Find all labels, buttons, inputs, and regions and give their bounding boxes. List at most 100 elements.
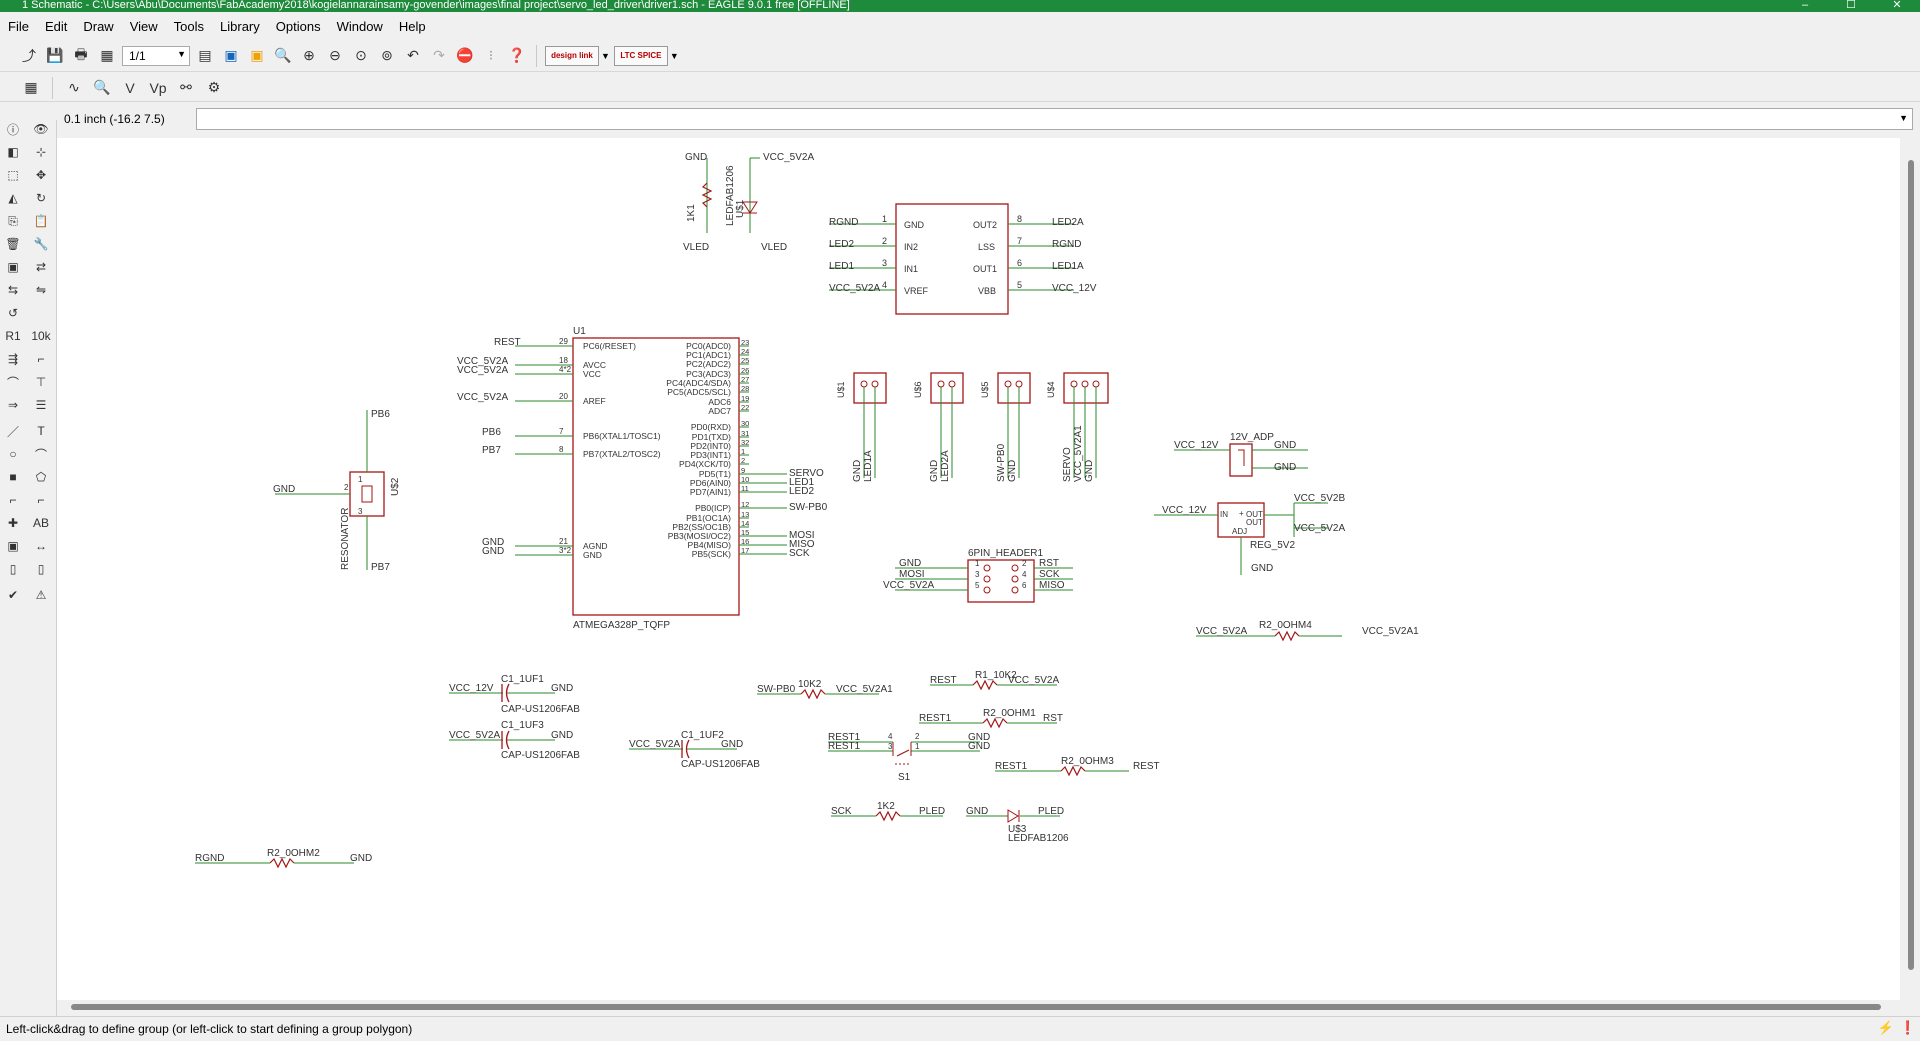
menu-help[interactable]: Help (398, 18, 426, 34)
go-icon[interactable]: ⁝ (488, 47, 494, 63)
open-icon[interactable]: ⤴ (22, 47, 36, 64)
schematic-canvas[interactable]: GND VCC_5V2A 1K1 LEDFAB1206 U$1 VLED VLE… (57, 138, 1900, 1002)
menu-library[interactable]: Library (220, 18, 260, 34)
netlist-icon[interactable]: ⚯ (180, 79, 192, 95)
adp-12v[interactable]: 12V_ADP VCC_12V GND GND (1174, 432, 1308, 477)
label-icon[interactable]: AB (32, 516, 49, 530)
rotate-icon[interactable]: ↻ (35, 191, 47, 205)
design-link-button[interactable]: design link ▼ (545, 45, 610, 67)
capacitor-c1[interactable]: C1_1UF1 VCC_12V GND CAP-US1206FAB (449, 674, 580, 715)
capacitor-c2[interactable]: C1_1UF2 VCC_5V2A GND CAP-US1206FAB (629, 730, 760, 770)
module-icon[interactable]: ▯ (37, 562, 45, 576)
zoom-out-icon[interactable]: ⊖ (329, 47, 341, 63)
delete-icon[interactable]: 🗑 (5, 237, 21, 251)
zoom-redraw-icon[interactable]: ⊙ (355, 47, 367, 63)
resistor-10k2[interactable]: 10K2 SW-PB0 VCC_5V2A1 (757, 679, 893, 699)
add-icon[interactable]: ▣ (7, 260, 19, 274)
pinswap-icon[interactable]: ⇋ (35, 283, 47, 297)
gateswap-icon[interactable]: ⇆ (7, 283, 19, 297)
zoom-in-icon[interactable]: ⊕ (303, 47, 315, 63)
name-icon[interactable]: R1 (5, 329, 21, 343)
ulp-icon[interactable]: ▣ (250, 47, 264, 63)
vp-icon[interactable]: Vp (149, 79, 167, 96)
close-icon[interactable]: ✕ (1892, 0, 1902, 11)
resistor-r2-0ohm2[interactable]: R2_0OHM2 RGND GND (195, 848, 372, 868)
stop-icon[interactable]: ⛔ (456, 47, 474, 63)
ltc-spice-button[interactable]: LTC SPICE ▼ (613, 45, 679, 67)
horizontal-scroll-thumb[interactable] (71, 1004, 1881, 1010)
resonator[interactable]: PB6 PB7 GND U$2 RESONATOR 1 2 3 (273, 409, 401, 573)
smash-icon[interactable]: ⇶ (7, 352, 19, 366)
table-icon[interactable]: ▤ (198, 47, 212, 63)
menu-view[interactable]: View (129, 18, 158, 34)
settings-icon[interactable]: ⚙ (207, 79, 221, 95)
print-icon[interactable]: 🖶 (74, 45, 88, 62)
alert-icon[interactable]: ❗ (1899, 1020, 1916, 1035)
split-icon[interactable]: ⌒ (6, 375, 19, 390)
zoom-select-icon[interactable]: ⊚ (381, 47, 393, 63)
replace-icon[interactable]: ⇄ (35, 260, 47, 274)
move-icon[interactable]: ✥ (35, 168, 47, 182)
dimension-icon[interactable]: ↔ (35, 539, 47, 553)
schematic-drawing[interactable]: GND VCC_5V2A 1K1 LEDFAB1206 U$1 VLED VLE… (57, 138, 1900, 1002)
led-block[interactable]: GND VCC_5V2A 1K1 LEDFAB1206 U$1 VLED VLE… (683, 152, 814, 253)
menu-draw[interactable]: Draw (83, 18, 114, 34)
show-icon[interactable]: 👁 (33, 122, 49, 136)
chevron-down-icon[interactable]: ▼ (1899, 113, 1908, 123)
command-input[interactable]: ▼ (196, 108, 1913, 130)
resistor-r1-10k2[interactable]: R1_10K2 REST VCC_5V2A (930, 670, 1059, 690)
grid-icon[interactable]: ▦ (24, 79, 38, 95)
probe-icon[interactable]: 🔍 (93, 79, 111, 95)
resistor-r2-0ohm3[interactable]: R2_0OHM3 REST1 REST (995, 756, 1160, 776)
line-icon[interactable]: ／ (6, 424, 19, 439)
mark-icon[interactable]: ⊹ (35, 145, 47, 159)
switch-s1[interactable]: REST1 REST1 GND GND 4 3 2 1 S1 (828, 732, 990, 783)
rect-icon[interactable]: ■ (9, 470, 17, 484)
wrench-icon[interactable]: 🔧 (33, 237, 49, 251)
led-u3[interactable]: GND PLED U$3 LEDFAB1206 (966, 806, 1069, 844)
copy-icon[interactable]: ⎘ (8, 213, 18, 228)
driver-ic[interactable]: 1 GND 2 IN2 3 IN1 4 VREF 8 OUT2 7 LSS 6 … (829, 203, 1097, 315)
erc-icon[interactable]: ✔ (7, 588, 19, 602)
resistor-1k2[interactable]: 1K2 SCK PLED (831, 801, 945, 821)
invoke-icon[interactable]: ↺ (7, 306, 19, 320)
horizontal-scrollbar[interactable] (57, 1000, 1900, 1014)
value-icon[interactable]: 10k (31, 329, 51, 343)
change-icon[interactable]: ⇒ (7, 398, 19, 412)
align-icon[interactable]: ☰ (35, 398, 47, 412)
minimize-icon[interactable]: – (1801, 0, 1809, 11)
miter-icon[interactable]: ⌐ (37, 352, 45, 366)
polygon-icon[interactable]: ⬠ (35, 470, 47, 484)
text-icon[interactable]: T (37, 424, 45, 438)
junction-icon[interactable]: ✚ (7, 516, 19, 530)
regulator[interactable]: VCC_12V IN + OUT OUT ADJ VCC_5V2B VCC_5V… (1154, 493, 1345, 575)
vertical-scroll-thumb[interactable] (1908, 160, 1914, 970)
help-icon[interactable]: ❓ (508, 47, 526, 63)
menu-options[interactable]: Options (275, 18, 321, 34)
net-icon[interactable]: ⌐ (9, 493, 17, 507)
menu-file[interactable]: File (8, 18, 29, 34)
sheet-select[interactable]: 1/1 ▼ (122, 45, 190, 66)
zoom-fit-icon[interactable]: 🔍 (274, 47, 292, 63)
voltage-icon[interactable]: V (125, 79, 135, 96)
redo-icon[interactable]: ↷ (433, 47, 445, 63)
circle-icon[interactable]: ○ (9, 447, 17, 461)
arc-icon[interactable]: ⌒ (34, 447, 47, 462)
menu-window[interactable]: Window (336, 18, 383, 34)
6pin-header[interactable]: 6PIN_HEADER1 GND MOSI VCC_5V2A RST SCK M… (883, 548, 1073, 603)
undo-icon[interactable]: ↶ (407, 47, 419, 63)
warning-icon[interactable]: ⚠ (35, 588, 47, 602)
save-icon[interactable]: 💾 (46, 47, 64, 63)
paste-icon[interactable]: 📋 (33, 214, 49, 228)
bus-icon[interactable]: ⌐ (37, 493, 45, 507)
resistor-r2-0ohm1[interactable]: R2_0OHM1 REST1 RST (919, 708, 1063, 728)
attribute-icon[interactable]: ▣ (7, 539, 19, 553)
layer-icon[interactable]: ◧ (7, 145, 19, 159)
frame-icon[interactable]: ▯ (9, 562, 17, 576)
lightning-icon[interactable]: ⚡ (1877, 1020, 1894, 1035)
group-icon[interactable]: ⬚ (7, 168, 19, 182)
mirror-icon[interactable]: ◭ (8, 191, 18, 205)
optimize-icon[interactable]: ⊤ (35, 375, 47, 389)
